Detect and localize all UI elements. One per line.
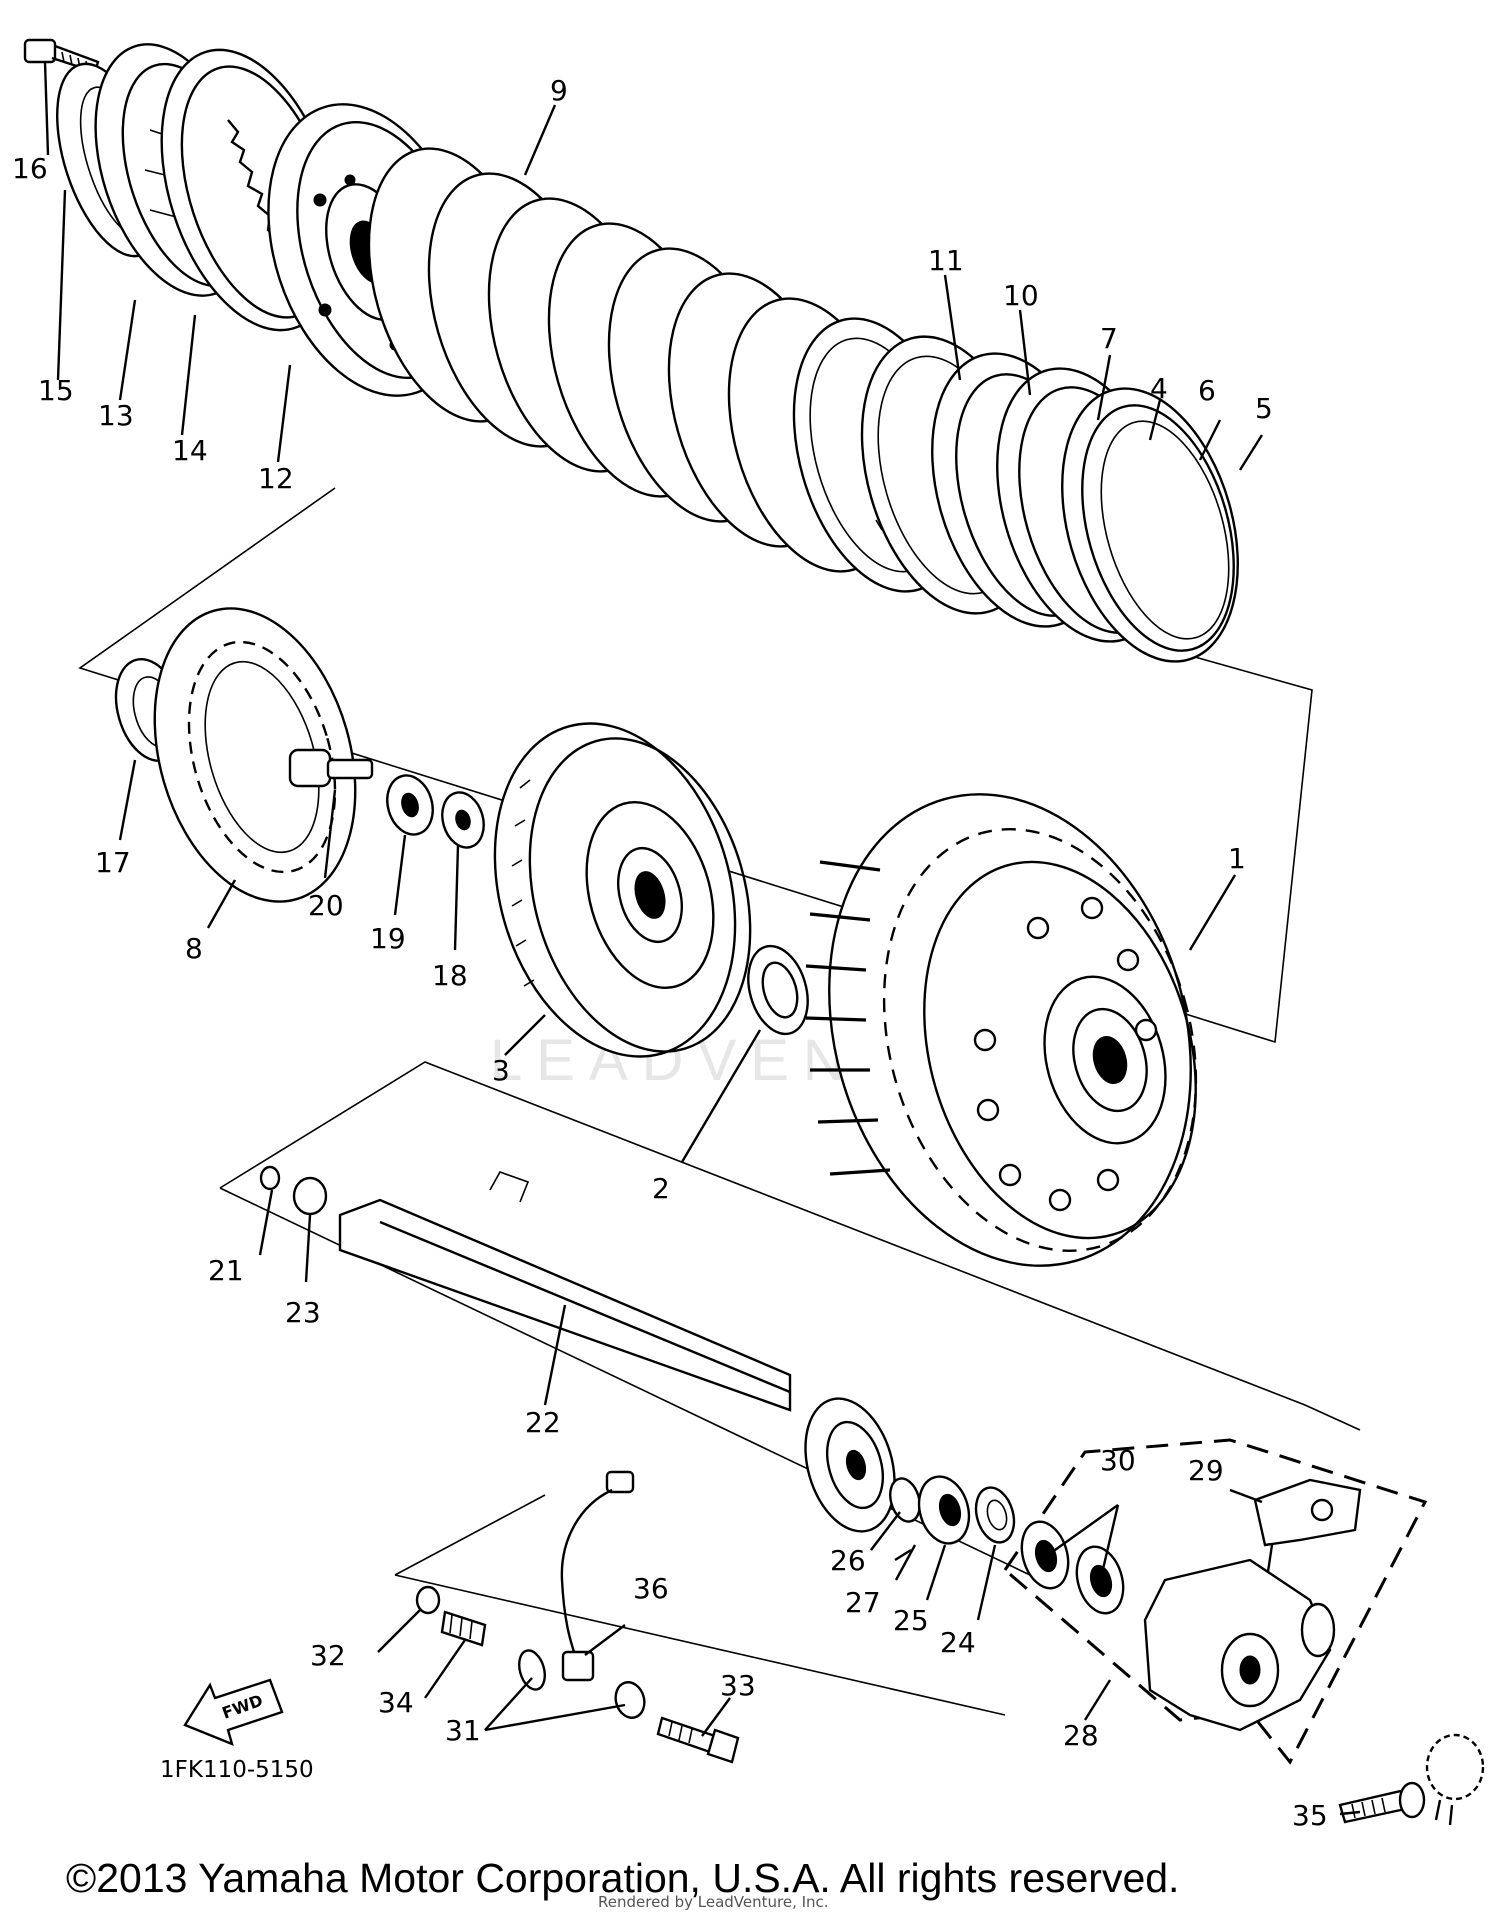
callout-18: 18 (432, 959, 468, 992)
callout-1: 1 (1228, 842, 1246, 875)
callout-6: 6 (1198, 374, 1216, 407)
callout-36: 36 (633, 1572, 669, 1605)
circlip-26 (889, 1477, 921, 1523)
plug-partial (1425, 1733, 1485, 1826)
callout-3: 3 (492, 1054, 510, 1087)
callout-22: 22 (525, 1406, 561, 1439)
callout-8: 8 (185, 932, 203, 965)
callout-29: 29 (1188, 1454, 1224, 1487)
rendered-by-note: Rendered by LeadVenture, Inc. (598, 1893, 829, 1911)
callout-7: 7 (1100, 322, 1118, 355)
callout-9: 9 (550, 74, 568, 107)
callout-26: 26 (830, 1544, 866, 1577)
callout-14: 14 (172, 434, 208, 467)
washer-31b (614, 1681, 646, 1719)
callout-11: 11 (928, 244, 964, 277)
leader-lines (43, 61, 1361, 1816)
springs-and-seats (931, 352, 1239, 663)
ball-23 (292, 1176, 328, 1216)
callout-numbers: 1 2 3 4 5 6 7 8 9 10 11 12 13 14 15 16 1… (12, 74, 1328, 1832)
callout-21: 21 (208, 1254, 244, 1287)
spindle-20 (288, 748, 374, 788)
callout-12: 12 (258, 462, 294, 495)
fwd-arrow-icon: FWD (183, 1678, 284, 1747)
thrust-washer-2 (747, 944, 809, 1036)
bolt-16 (23, 38, 100, 74)
callout-23: 23 (285, 1296, 321, 1329)
bolt-35 (1338, 1781, 1426, 1824)
release-body (1143, 1558, 1336, 1732)
clutch-housing-1 (805, 793, 1198, 1267)
copyright-notice: ©2013 Yamaha Motor Corporation, U.S.A. A… (66, 1855, 1180, 1901)
callout-20: 20 (308, 889, 344, 922)
callout-10: 10 (1003, 279, 1039, 312)
callout-17: 17 (95, 846, 131, 879)
collar-19 (386, 774, 434, 836)
callout-16: 16 (12, 152, 48, 185)
collar-25 (917, 1475, 971, 1545)
callout-31: 31 (445, 1714, 481, 1747)
diagram-number: 1FK110-5150 (160, 1757, 314, 1783)
callout-19: 19 (370, 922, 406, 955)
clutch-plates-stack (367, 147, 1040, 615)
lead-wire-36 (560, 1470, 635, 1682)
callout-28: 28 (1063, 1719, 1099, 1752)
callout-15: 15 (38, 374, 74, 407)
o-ring-32 (415, 1585, 441, 1615)
callout-2: 2 (652, 1172, 670, 1205)
callout-25: 25 (893, 1604, 929, 1637)
middle-gear-assembly (114, 607, 1198, 1267)
lever-29 (1253, 1478, 1362, 1586)
callout-34: 34 (378, 1686, 414, 1719)
callout-27: 27 (845, 1586, 881, 1619)
callout-35: 35 (1292, 1799, 1328, 1832)
gear-plate-8 (153, 607, 357, 903)
washer-31a (518, 1649, 546, 1691)
callout-30: 30 (1100, 1444, 1136, 1477)
callout-32: 32 (310, 1639, 346, 1672)
oil-seals-30 (1020, 1520, 1125, 1615)
switch-34 (440, 1610, 487, 1647)
pin-27 (894, 1548, 912, 1562)
washer-18 (441, 791, 485, 849)
callout-33: 33 (720, 1669, 756, 1702)
upper-clutch-plate-assembly (23, 38, 1313, 1044)
bolt-33 (656, 1716, 740, 1764)
callout-13: 13 (98, 399, 134, 432)
o-ring-21 (259, 1165, 281, 1191)
callout-24: 24 (940, 1626, 976, 1659)
washer-24 (974, 1486, 1016, 1544)
clutch-hub-3 (493, 722, 752, 1058)
callout-4: 4 (1150, 372, 1168, 405)
release-bearing (804, 1397, 896, 1533)
callout-5: 5 (1255, 392, 1273, 425)
push-rod-22 (338, 1171, 792, 1412)
